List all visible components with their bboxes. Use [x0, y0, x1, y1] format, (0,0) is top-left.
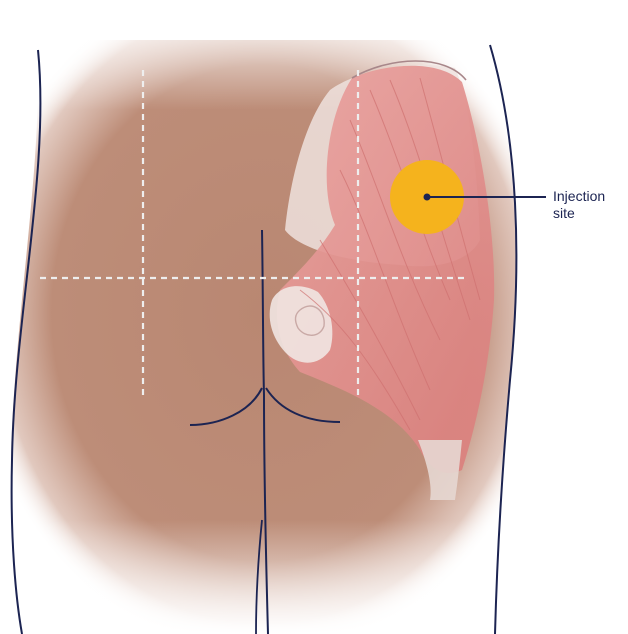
bottom-fade	[0, 520, 628, 634]
top-fade	[0, 0, 628, 110]
injection-site-label-line2: site	[553, 205, 623, 222]
injection-site-label: Injection site	[553, 188, 623, 222]
injection-site-label-line1: Injection	[553, 188, 623, 205]
